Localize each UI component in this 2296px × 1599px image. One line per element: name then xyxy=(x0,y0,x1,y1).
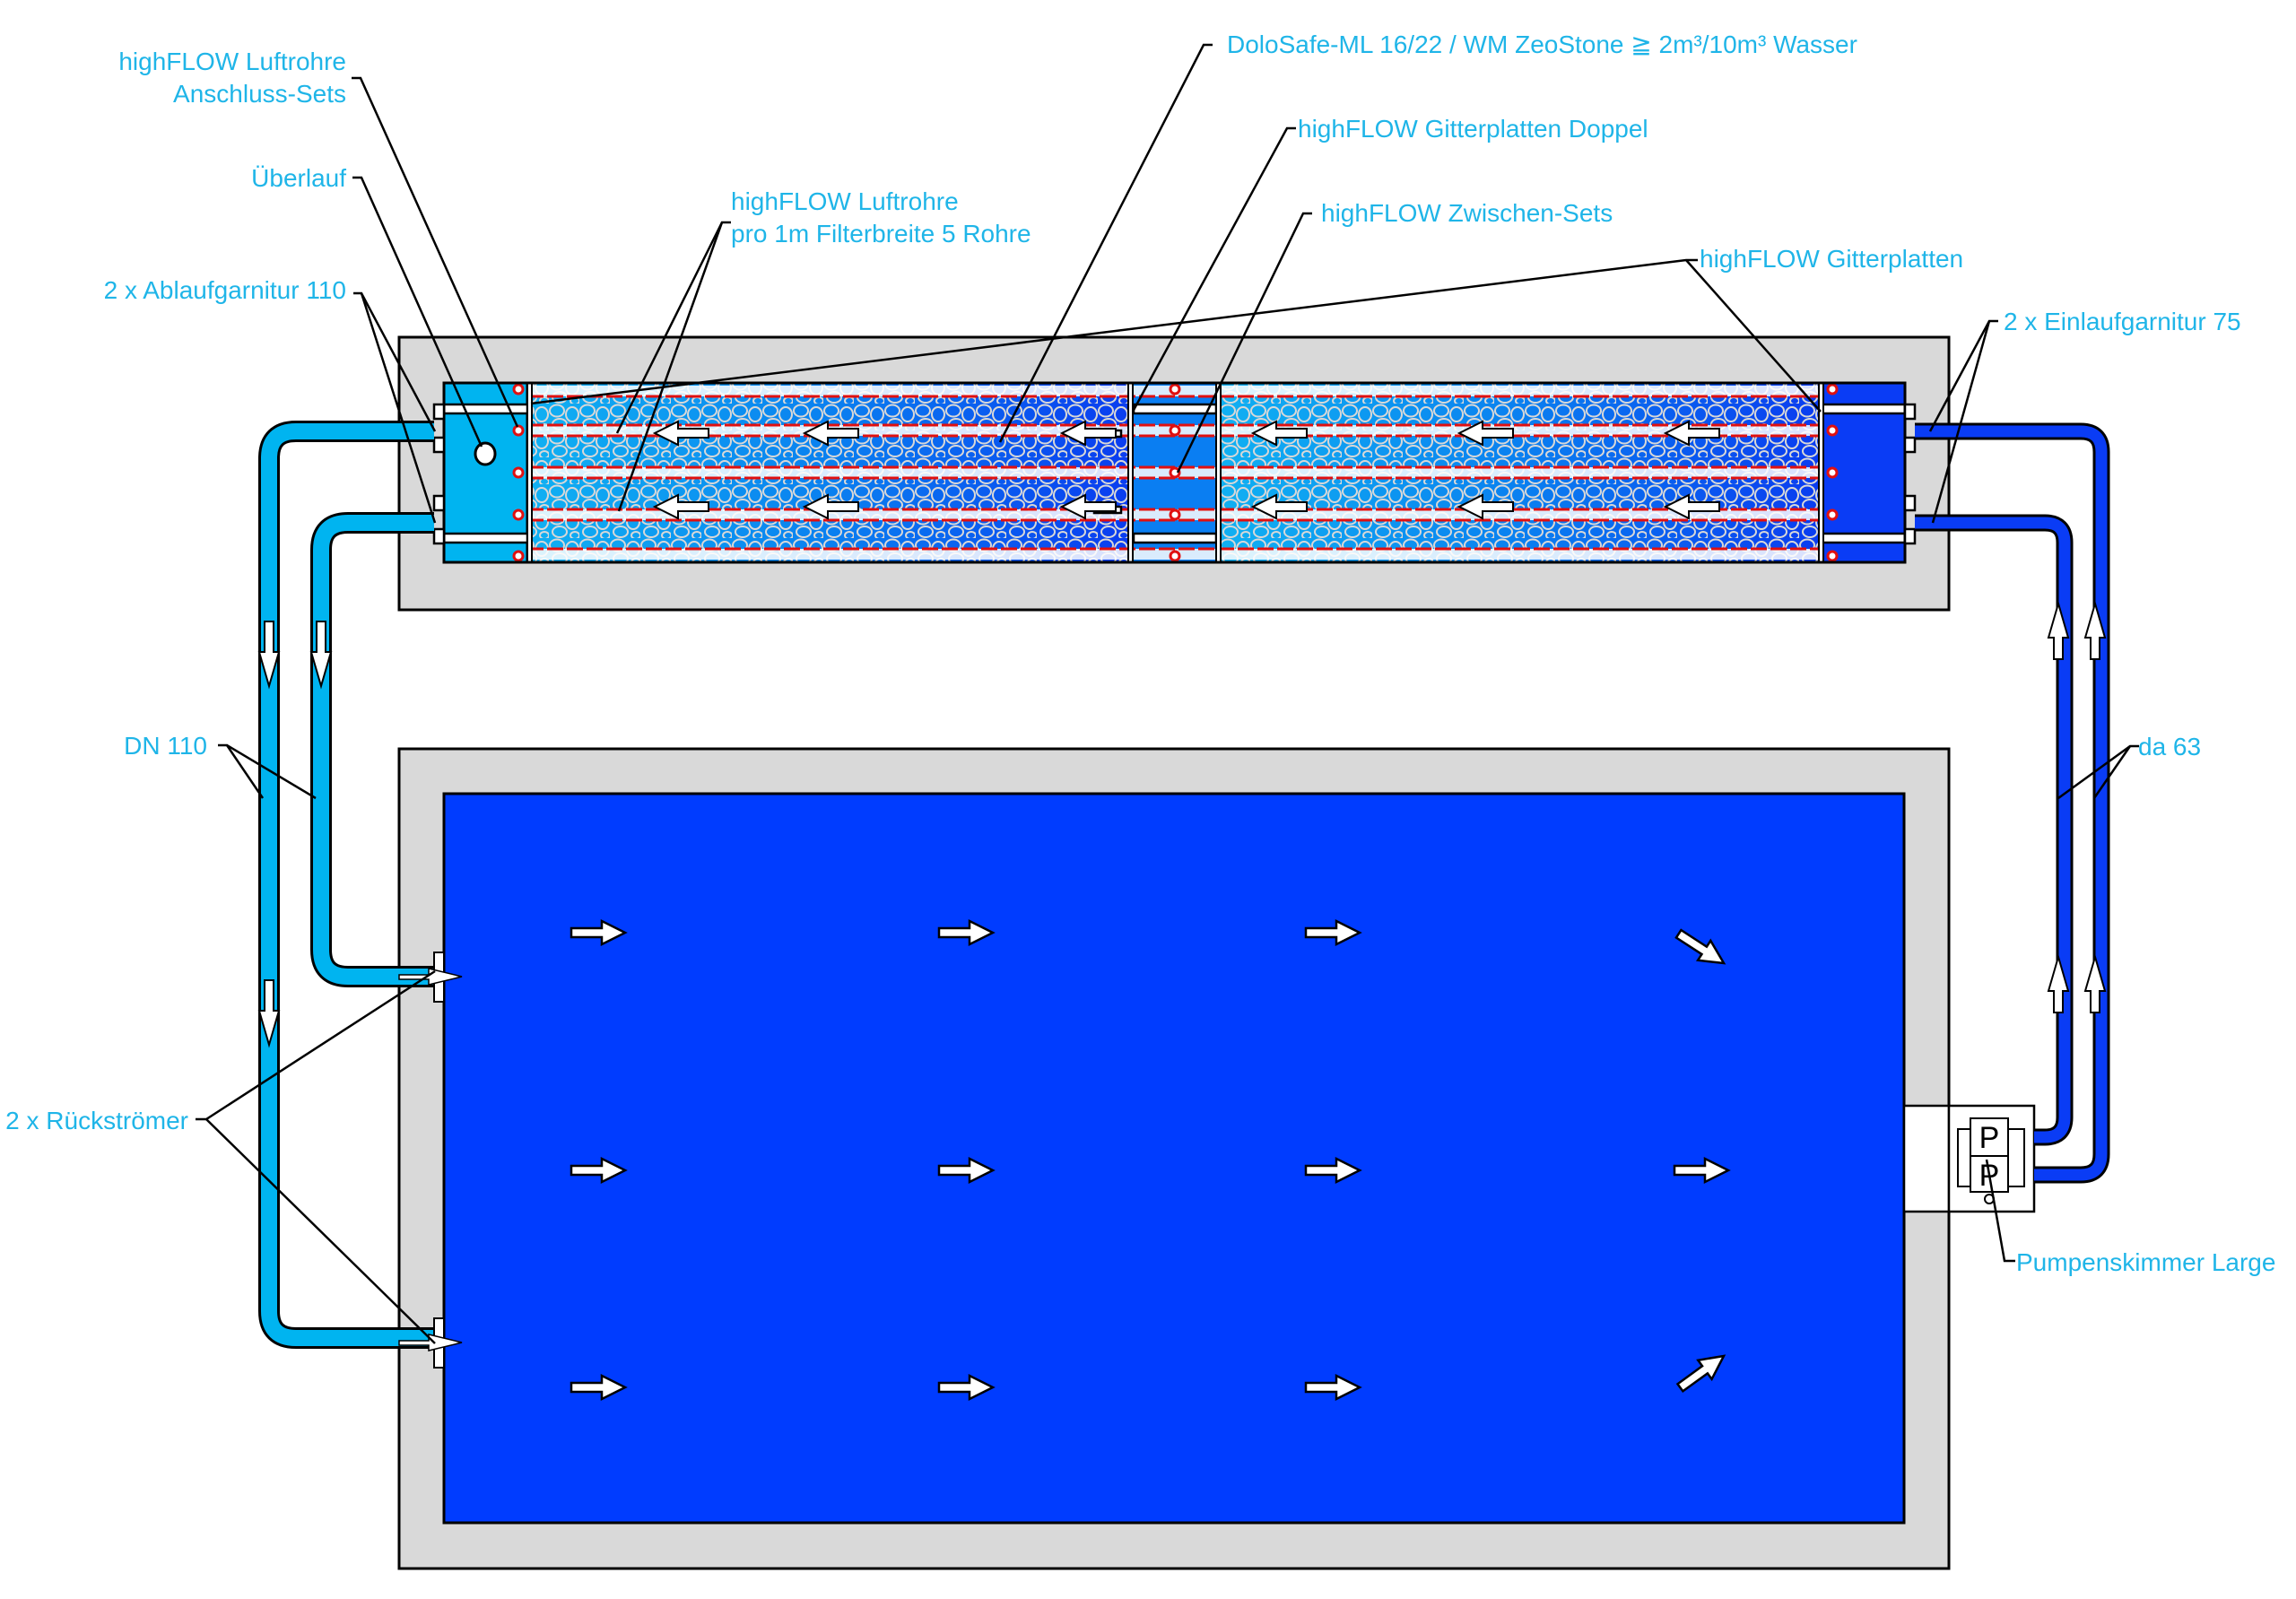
pump-letter-top: P xyxy=(1979,1121,2000,1155)
label-luftrohre-anschluss-1: highFLOW Luftrohre xyxy=(118,48,346,75)
return-jet-arrow-1 xyxy=(398,968,463,986)
overflow-bar-top xyxy=(442,403,529,415)
outlet-flange-1b xyxy=(432,436,446,454)
air-pipe-connectors xyxy=(512,383,1839,562)
label-dn110: DN 110 xyxy=(124,732,207,760)
inlet-flange-1a xyxy=(1903,403,1917,421)
intermediate-bar-top xyxy=(1132,403,1218,415)
label-gitterplatten: highFLOW Gitterplatten xyxy=(1700,245,1963,273)
overflow-opening xyxy=(474,441,497,466)
labels: highFLOW Luftrohre Anschluss-Sets Überla… xyxy=(5,30,2275,1276)
return-jet-arrow-2 xyxy=(398,1334,463,1351)
skimmer-housing xyxy=(1902,1104,1951,1213)
label-pumpenskimmer: Pumpenskimmer Large xyxy=(2016,1248,2275,1276)
filter-basin xyxy=(397,335,1951,612)
label-gitterplatten-doppel: highFLOW Gitterplatten Doppel xyxy=(1298,115,1648,143)
outlet-flange-2b xyxy=(432,527,446,545)
inlet-flange-1b xyxy=(1903,436,1917,454)
label-luftrohre-1: highFLOW Luftrohre xyxy=(731,187,959,215)
label-ueberlauf: Überlauf xyxy=(251,164,346,192)
inlet-flange-2a xyxy=(1903,494,1917,512)
pump-pipes xyxy=(1915,422,2110,1184)
label-luftrohre-2: pro 1m Filterbreite 5 Rohre xyxy=(731,220,1031,248)
leader-lines xyxy=(196,43,2139,1344)
outlet-flange-1a xyxy=(432,403,446,421)
label-ablaufgarnitur: 2 x Ablaufgarnitur 110 xyxy=(104,276,346,304)
label-dolosafe: DoloSafe-ML 16/22 / WM ZeoStone ≧ 2m³/10… xyxy=(1227,30,1857,58)
overflow-bar-bottom xyxy=(442,532,529,544)
grid-plate-double-right xyxy=(1215,382,1222,563)
inlet-bar-top xyxy=(1821,403,1907,415)
pool-water xyxy=(442,792,1906,1525)
label-rueckstroemer: 2 x Rückströmer xyxy=(5,1107,188,1134)
label-zwischen-sets: highFLOW Zwischen-Sets xyxy=(1321,199,1613,227)
pump-head-top xyxy=(1970,1117,2009,1157)
grid-plate-double-left xyxy=(1127,382,1134,563)
grid-plate-left xyxy=(526,382,533,563)
pool: P P xyxy=(397,747,2036,1570)
filter-outline xyxy=(442,381,1907,564)
label-einlaufgarnitur: 2 x Einlaufgarnitur 75 xyxy=(2004,308,2241,335)
inlet-flange-2b xyxy=(1903,527,1917,545)
return-jets xyxy=(398,952,463,1369)
intermediate-bar-bottom xyxy=(1132,532,1218,544)
return-pipes xyxy=(258,421,435,1349)
label-luftrohre-anschluss-2: Anschluss-Sets xyxy=(173,80,346,108)
outlet-flange-2a xyxy=(432,494,446,512)
inlet-bar-bottom xyxy=(1821,532,1907,544)
label-da63: da 63 xyxy=(2138,733,2201,760)
